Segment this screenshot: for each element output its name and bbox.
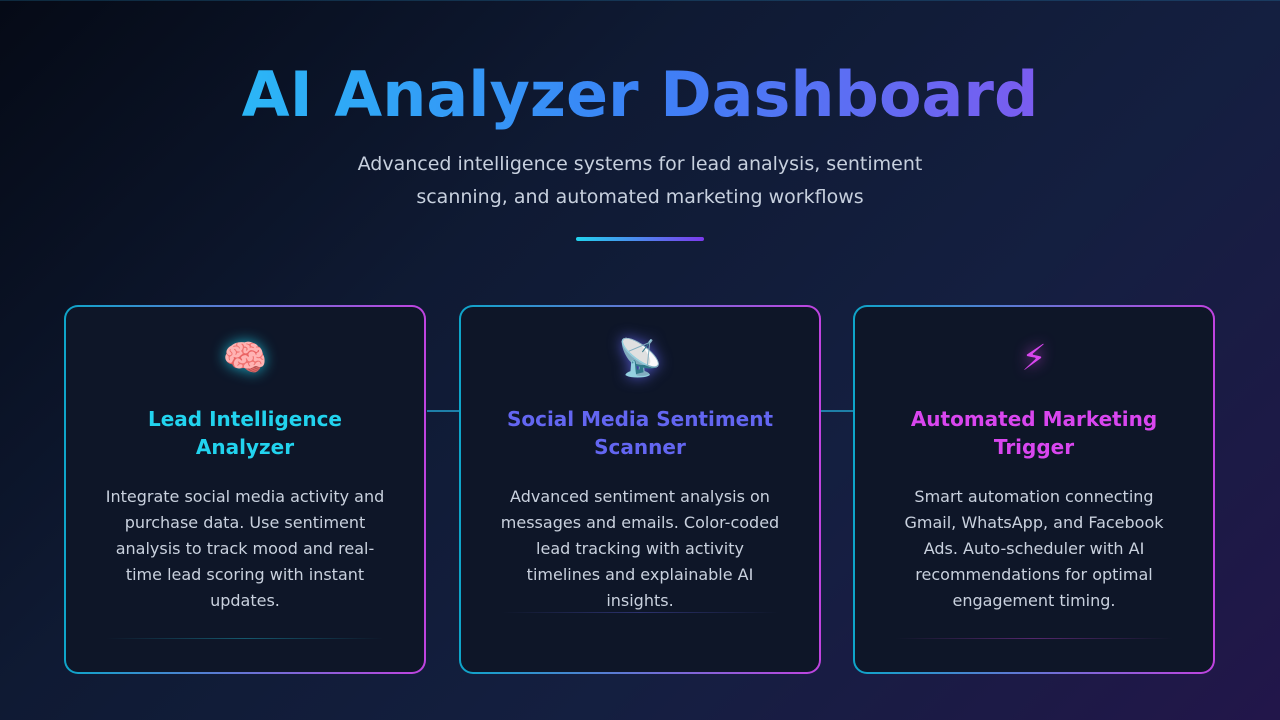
page-header: AI Analyzer Dashboard Advanced intellige… <box>0 58 1280 214</box>
header-divider <box>576 237 704 241</box>
card-automated-marketing-trigger[interactable]: ⚡ Automated Marketing Trigger Smart auto… <box>853 305 1215 674</box>
card-description: Smart automation connecting Gmail, Whats… <box>904 487 1164 610</box>
card-divider <box>895 638 1173 639</box>
card-description: Integrate social media activity and purc… <box>105 487 385 610</box>
card-divider <box>501 612 779 613</box>
card-divider <box>106 638 384 639</box>
card-title: Social Media Sentiment Scanner <box>506 407 774 459</box>
card-body: 📡 Social Media Sentiment Scanner Advance… <box>461 307 819 672</box>
card-body: 🧠 Lead Intelligence Analyzer Integrate s… <box>66 307 424 672</box>
card-connector <box>427 410 459 412</box>
card-title: Automated Marketing Trigger <box>910 407 1158 459</box>
card-title: Lead Intelligence Analyzer <box>148 407 342 459</box>
page-title: AI Analyzer Dashboard <box>241 58 1039 131</box>
card-description: Advanced sentiment analysis on messages … <box>500 487 780 610</box>
satellite-dish-icon: 📡 <box>617 338 663 379</box>
card-body: ⚡ Automated Marketing Trigger Smart auto… <box>855 307 1213 672</box>
card-lead-intelligence-analyzer[interactable]: 🧠 Lead Intelligence Analyzer Integrate s… <box>64 305 426 674</box>
card-social-media-sentiment-scanner[interactable]: 📡 Social Media Sentiment Scanner Advance… <box>459 305 821 674</box>
page-subtitle: Advanced intelligence systems for lead a… <box>357 153 923 208</box>
lightning-bolt-icon: ⚡ <box>1021 338 1047 379</box>
top-border <box>0 0 1280 1</box>
card-connector <box>821 410 853 412</box>
brain-icon: 🧠 <box>222 338 268 379</box>
